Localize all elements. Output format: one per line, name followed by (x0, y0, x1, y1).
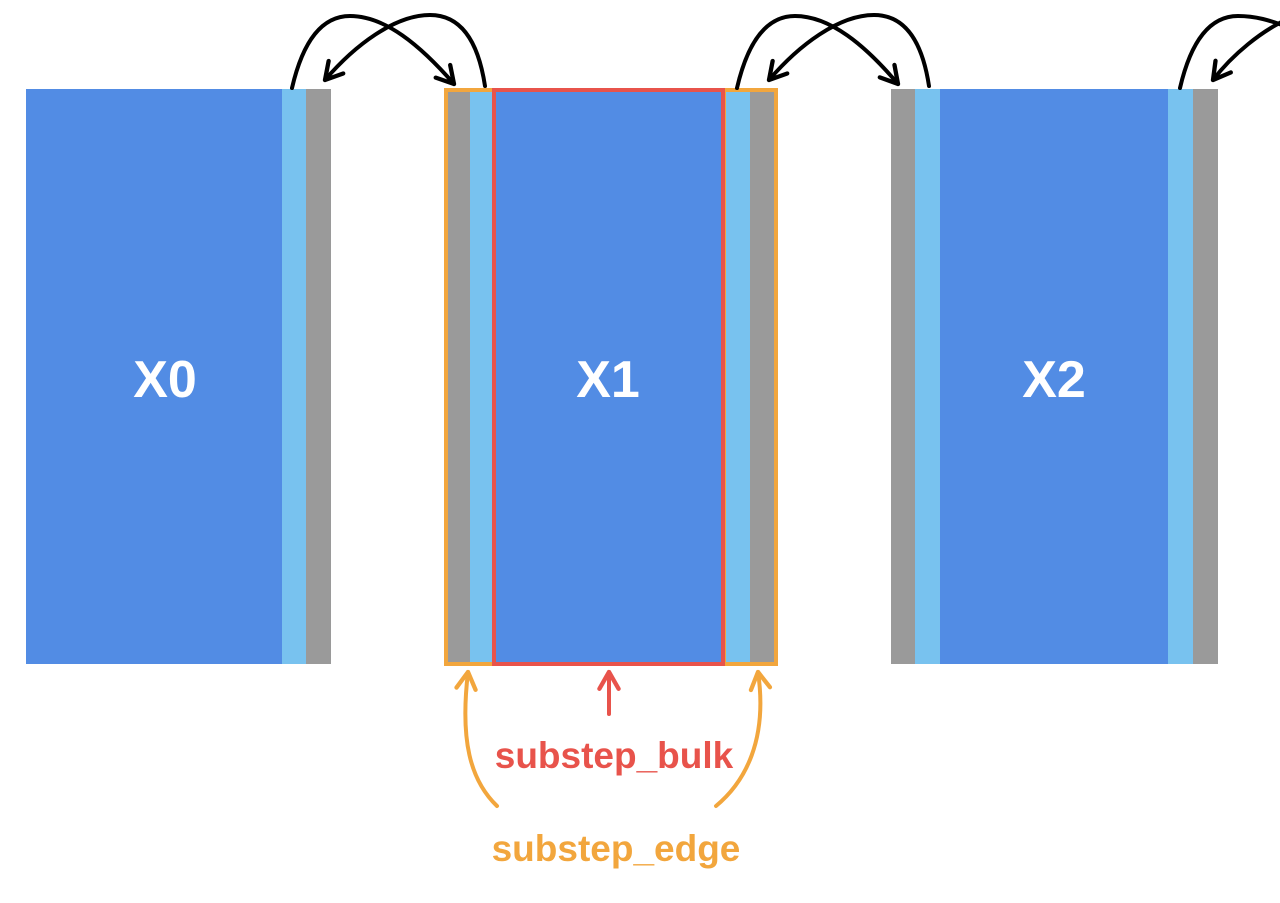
x2-right-ghost-cells (1193, 89, 1218, 664)
exchange-arrow-x0-to-x1 (290, 13, 457, 90)
edge-pointer-arrow-left (454, 669, 499, 808)
x1-bulk-highlight (492, 88, 725, 666)
x1-right-ghost-cells (750, 89, 775, 664)
block-x2: X2 (891, 89, 1218, 664)
x1-left-owned-edge (470, 89, 494, 664)
x2-interior (940, 89, 1168, 664)
x2-right-owned-edge (1168, 89, 1193, 664)
exchange-arrow-x2-to-x1 (766, 12, 931, 88)
substep-edge-label: substep_edge (492, 828, 741, 869)
block-x1: X1 (444, 88, 778, 666)
halo-exchange-arrows (290, 12, 1280, 90)
x1-label: X1 (576, 351, 640, 409)
x1-left-ghost-cells (446, 89, 470, 664)
x1-interior (494, 89, 723, 664)
exchange-arrow-x1-to-x0 (322, 12, 487, 88)
x0-right-owned-edge (282, 89, 306, 664)
exchange-arrow-x3-to-x2 (1210, 20, 1280, 83)
x2-left-ghost-cells (891, 89, 915, 664)
edge-pointer-arrow-right (714, 669, 773, 808)
x0-right-ghost-cells (306, 89, 331, 664)
block-x0: X0 (26, 89, 331, 664)
exchange-arrow-x1-to-x2 (735, 13, 901, 90)
exchange-arrow-x2-to-x3 (1178, 13, 1280, 90)
x1-right-owned-edge (723, 89, 750, 664)
x2-left-owned-edge (915, 89, 940, 664)
x2-label: X2 (1022, 351, 1086, 409)
x0-label: X0 (133, 351, 197, 409)
substep-bulk-label: substep_bulk (495, 735, 734, 776)
x0-interior (26, 89, 282, 664)
